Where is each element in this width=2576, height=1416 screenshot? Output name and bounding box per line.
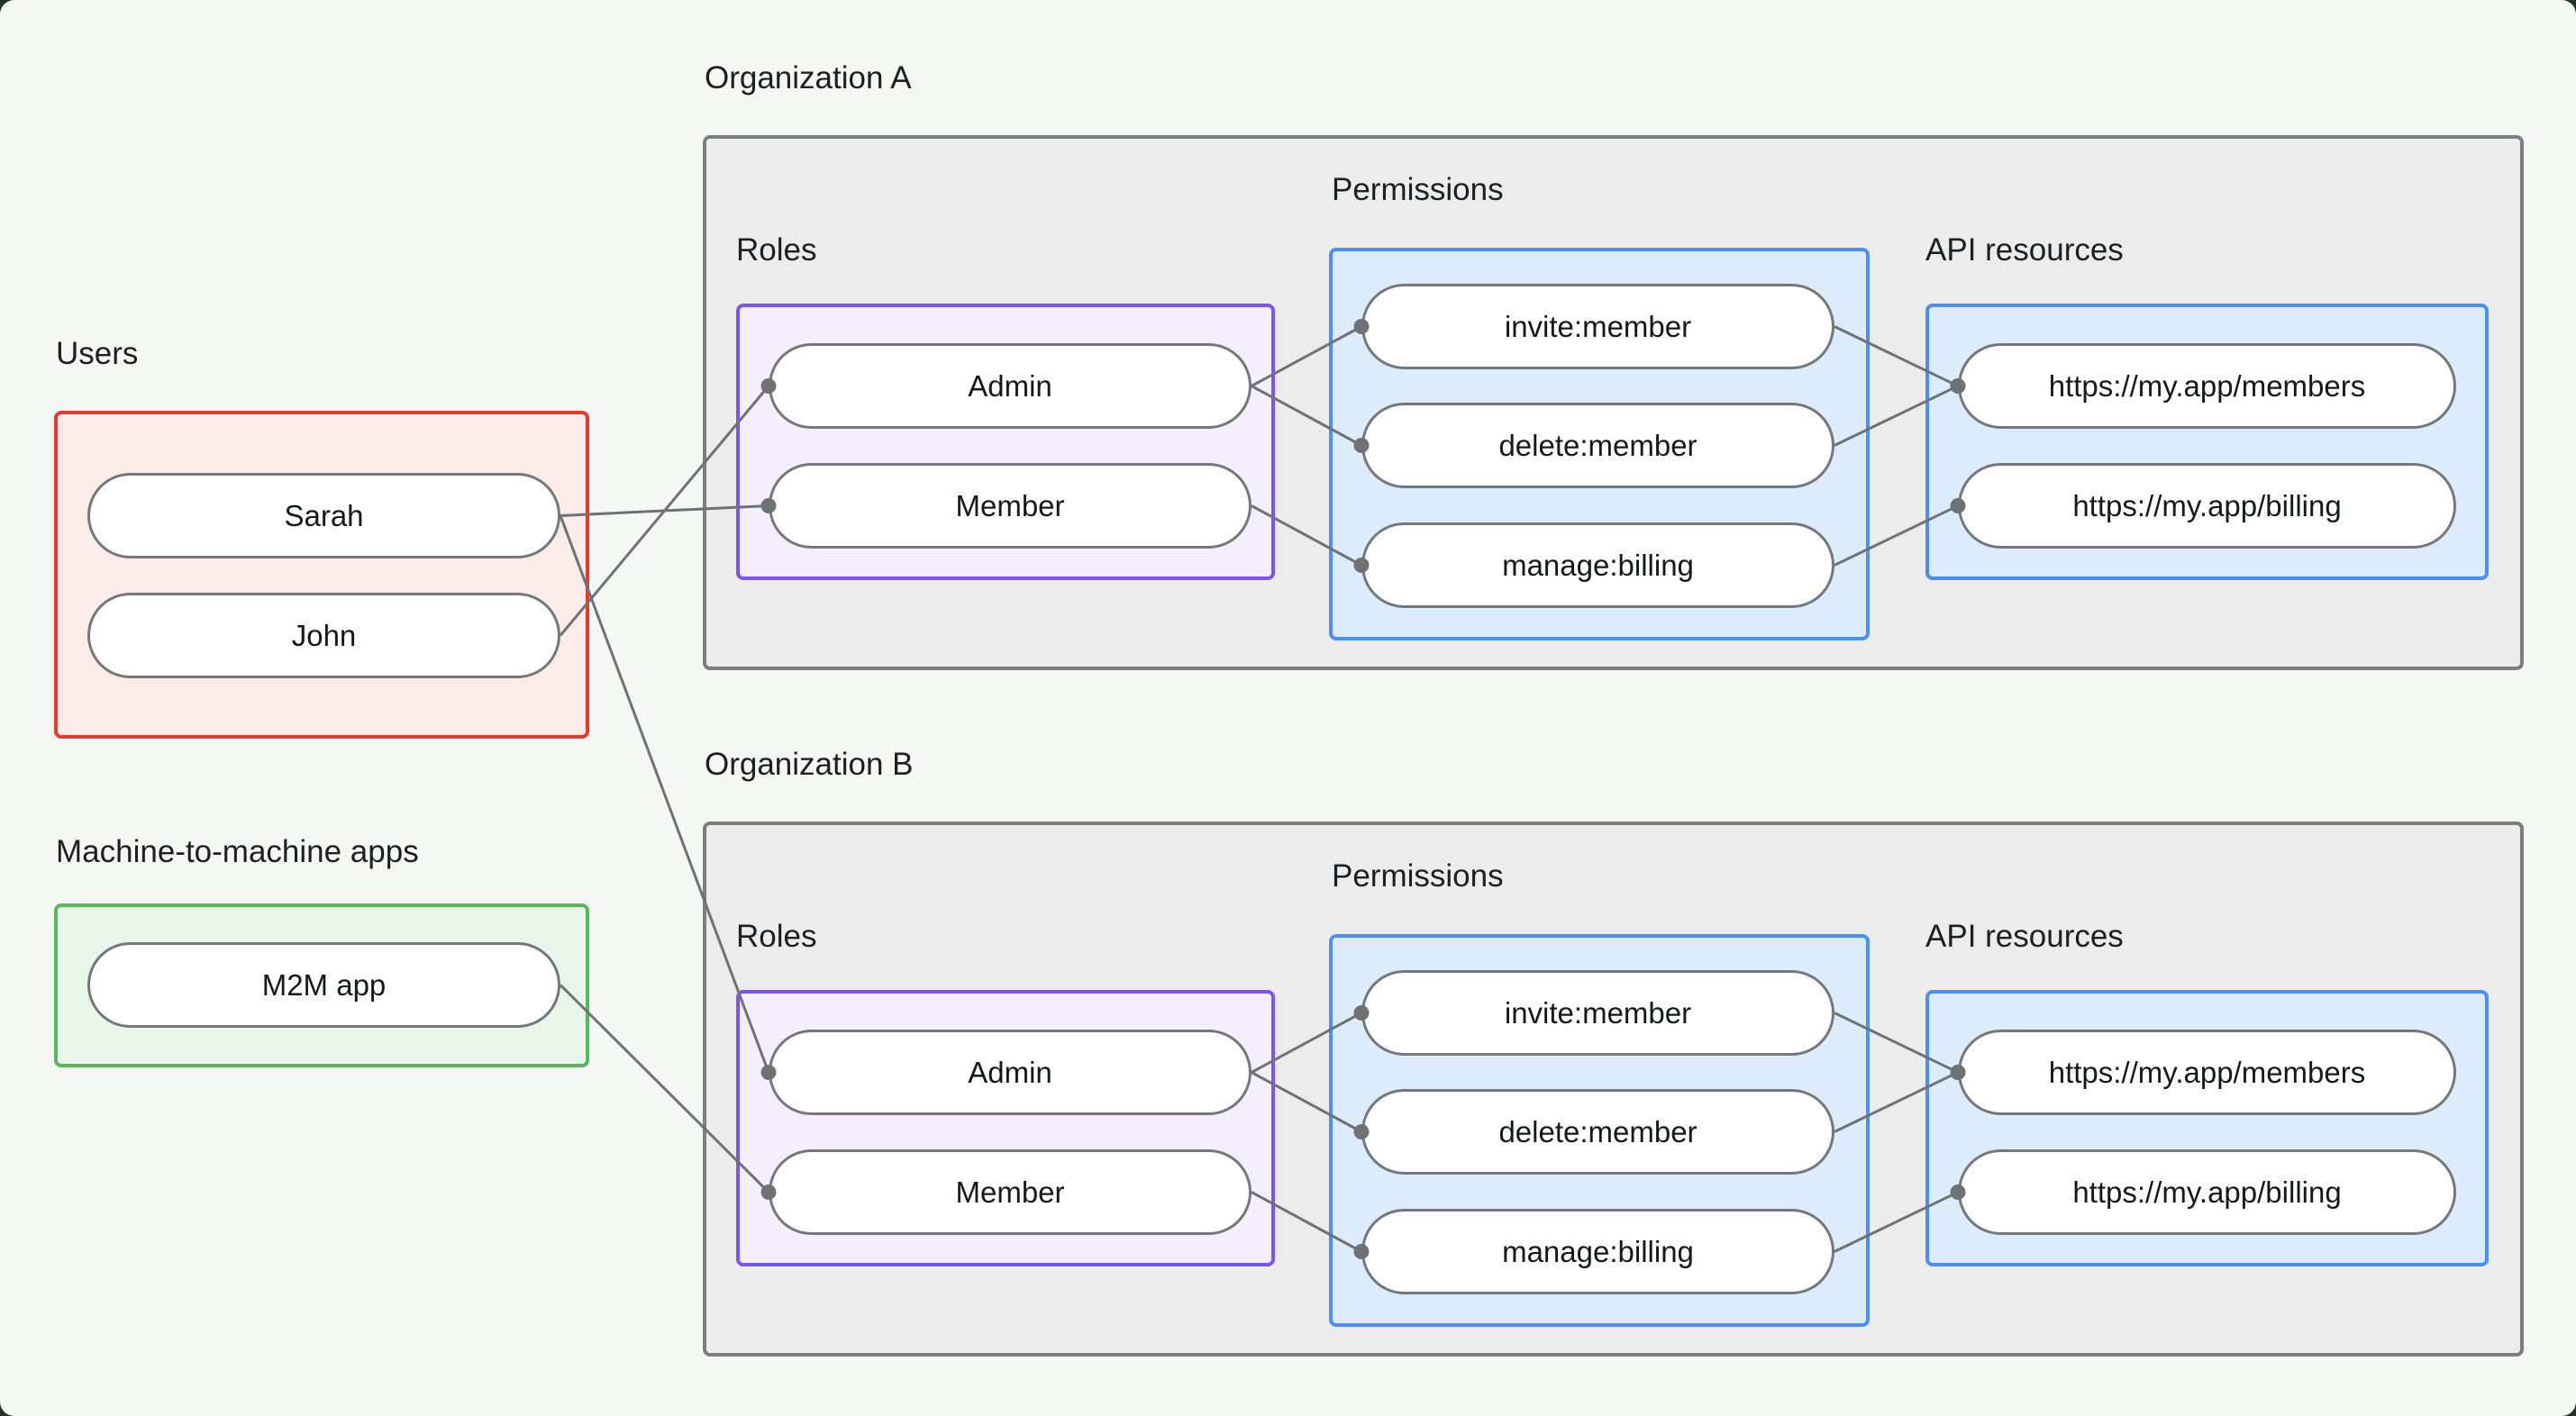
- org-b-api-resources-label: API resources: [1925, 919, 2124, 954]
- org-a-permission-manage-billing: manage:billing: [1361, 522, 1834, 608]
- m2m-group-label: Machine-to-machine apps: [56, 834, 419, 869]
- user-pill-sarah: Sarah: [87, 473, 560, 558]
- users-group-label: Users: [56, 336, 139, 371]
- org-b-role-member: Member: [769, 1149, 1252, 1235]
- org-b-permission-manage-billing: manage:billing: [1361, 1209, 1834, 1294]
- org-b-role-admin: Admin: [769, 1030, 1252, 1115]
- org-a-role-admin: Admin: [769, 343, 1252, 429]
- users-group-box: [54, 411, 589, 739]
- org-b-label: Organization B: [705, 747, 914, 782]
- org-b-permission-invite-member: invite:member: [1361, 970, 1834, 1056]
- org-a-resource-billing: https://my.app/billing: [1958, 463, 2456, 549]
- org-a-api-resources-label: API resources: [1925, 232, 2124, 268]
- org-a-role-member: Member: [769, 463, 1252, 549]
- org-b-roles-label: Roles: [736, 919, 817, 954]
- org-b-permissions-label: Permissions: [1332, 858, 1504, 894]
- org-a-permission-invite-member: invite:member: [1361, 284, 1834, 369]
- org-a-permissions-label: Permissions: [1332, 172, 1504, 207]
- org-a-label: Organization A: [705, 60, 912, 95]
- user-pill-john: John: [87, 593, 560, 678]
- org-a-permission-delete-member: delete:member: [1361, 403, 1834, 488]
- org-b-resource-billing: https://my.app/billing: [1958, 1149, 2456, 1235]
- m2m-app-pill: M2M app: [87, 942, 560, 1028]
- org-a-roles-label: Roles: [736, 232, 817, 268]
- org-a-resource-members: https://my.app/members: [1958, 343, 2456, 429]
- org-b-permission-delete-member: delete:member: [1361, 1089, 1834, 1175]
- org-b-resource-members: https://my.app/members: [1958, 1030, 2456, 1115]
